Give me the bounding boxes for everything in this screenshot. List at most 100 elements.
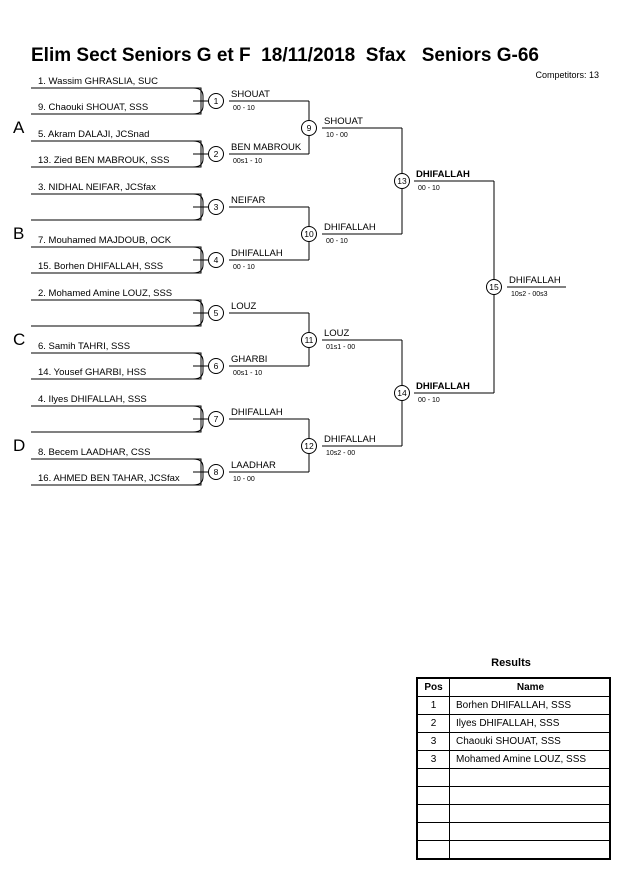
results-title: Results	[491, 657, 531, 669]
match-score: 01s1 - 00	[326, 344, 355, 351]
match-score: 00 - 10	[233, 105, 255, 112]
match-score: 10 - 00	[326, 132, 348, 139]
match-score: 00 - 10	[418, 185, 440, 192]
results-row	[416, 768, 611, 787]
results-pos	[416, 804, 450, 823]
match-number: 7	[214, 414, 219, 424]
results-pos: 1	[416, 696, 450, 715]
entrant-name: 1. Wassim GHRASLIA, SUC	[38, 76, 158, 87]
entrant-name: 8. Becem LAADHAR, CSS	[38, 447, 150, 458]
pool-letter: C	[13, 330, 25, 349]
match-score: 00 - 10	[418, 397, 440, 404]
match-number: 8	[214, 467, 219, 477]
match-number-circle	[394, 385, 410, 401]
match-number: 12	[304, 441, 314, 451]
results-name: Ilyes DHIFALLAH, SSS	[449, 714, 611, 733]
entrant-name: 6. Samih TAHRI, SSS	[38, 341, 130, 352]
match-number: 1	[214, 96, 219, 106]
results-pos: 2	[416, 714, 450, 733]
results-name	[449, 768, 611, 787]
bracket-diagram: 1. Wassim GHRASLIA, SUC 9. Chaouki SHOUAT…	[13, 76, 566, 486]
match-score: 00 - 10	[233, 264, 255, 271]
entrant-name: 16. AHMED BEN TAHAR, JCSfax	[38, 473, 180, 484]
match-number-circle	[208, 358, 224, 374]
match-number-circle	[301, 332, 317, 348]
results-pos: 3	[416, 750, 450, 769]
match-score: 10s2 - 00	[326, 450, 355, 457]
entrant-name: 13. Zied BEN MABROUK, SSS	[38, 155, 169, 166]
match-winner: DHIFALLAH	[231, 407, 283, 418]
match-number-circle	[208, 146, 224, 162]
results-name: Chaouki SHOUAT, SSS	[449, 732, 611, 751]
match-number: 2	[214, 149, 219, 159]
results-header-pos: Pos	[416, 677, 450, 697]
pool-letter: A	[13, 118, 25, 137]
match-number: 13	[397, 176, 407, 186]
results-pos	[416, 822, 450, 841]
match-winner: DHIFALLAH	[416, 381, 470, 392]
match-number: 4	[214, 255, 219, 265]
match-winner: DHIFALLAH	[509, 275, 561, 286]
match-number-circle	[208, 305, 224, 321]
match-winner: NEIFAR	[231, 195, 265, 206]
pool-letter: B	[13, 224, 24, 243]
match-number: 3	[214, 202, 219, 212]
entrant-name: 9. Chaouki SHOUAT, SSS	[38, 102, 148, 113]
match-score: 10s2 - 00s3	[511, 291, 548, 298]
results-pos: 3	[416, 732, 450, 751]
match-winner: SHOUAT	[231, 89, 270, 100]
match-number: 14	[397, 388, 407, 398]
match-number-circle	[486, 279, 502, 295]
match-winner: LOUZ	[231, 301, 257, 312]
results-row	[416, 822, 611, 841]
results-header-row: Pos Name	[416, 677, 611, 697]
results-name	[449, 822, 611, 841]
competitors-count: Competitors: 13	[535, 70, 599, 80]
pool-letter: D	[13, 436, 25, 455]
results-row	[416, 804, 611, 823]
entrant-name: 15. Borhen DHIFALLAH, SSS	[38, 261, 163, 272]
match-number: 9	[307, 123, 312, 133]
match-number-circle	[394, 173, 410, 189]
match-winner: LAADHAR	[231, 460, 276, 471]
results-row	[416, 786, 611, 805]
results-name	[449, 840, 611, 860]
results-pos	[416, 768, 450, 787]
results-pos	[416, 786, 450, 805]
entrant-name: 7. Mouhamed MAJDOUB, OCK	[38, 235, 172, 246]
match-winner: SHOUAT	[324, 116, 363, 127]
entrant-name: 5. Akram DALAJI, JCSnad	[38, 129, 149, 140]
match-number-circle	[301, 226, 317, 242]
results-row	[416, 840, 611, 860]
match-score: 00s1 - 10	[233, 370, 262, 377]
match-number: 5	[214, 308, 219, 318]
match-winner: BEN MABROUK	[231, 142, 302, 153]
results-name: Mohamed Amine LOUZ, SSS	[449, 750, 611, 769]
entrant-name: 3. NIDHAL NEIFAR, JCSfax	[38, 182, 156, 193]
match-score: 00 - 10	[326, 238, 348, 245]
match-number-circle	[301, 438, 317, 454]
results-pos	[416, 840, 450, 860]
entrant-name: 2. Mohamed Amine LOUZ, SSS	[38, 288, 172, 299]
results-header-name: Name	[449, 677, 611, 697]
match-number: 11	[305, 335, 314, 345]
match-number: 10	[304, 229, 314, 239]
match-winner: DHIFALLAH	[231, 248, 283, 259]
page-title: Elim Sect Seniors G et F 18/11/2018 Sfax…	[31, 45, 539, 66]
results-name	[449, 804, 611, 823]
match-number: 15	[489, 282, 499, 292]
match-number-circle	[208, 252, 224, 268]
entrant-name: 14. Yousef GHARBI, HSS	[38, 367, 146, 378]
match-number-circle	[301, 120, 317, 136]
match-winner: GHARBI	[231, 354, 267, 365]
match-number-circle	[208, 199, 224, 215]
match-winner: DHIFALLAH	[324, 222, 376, 233]
match-winner: DHIFALLAH	[416, 169, 470, 180]
match-number: 6	[214, 361, 219, 371]
match-score: 00s1 - 10	[233, 158, 262, 165]
match-number-circle	[208, 411, 224, 427]
